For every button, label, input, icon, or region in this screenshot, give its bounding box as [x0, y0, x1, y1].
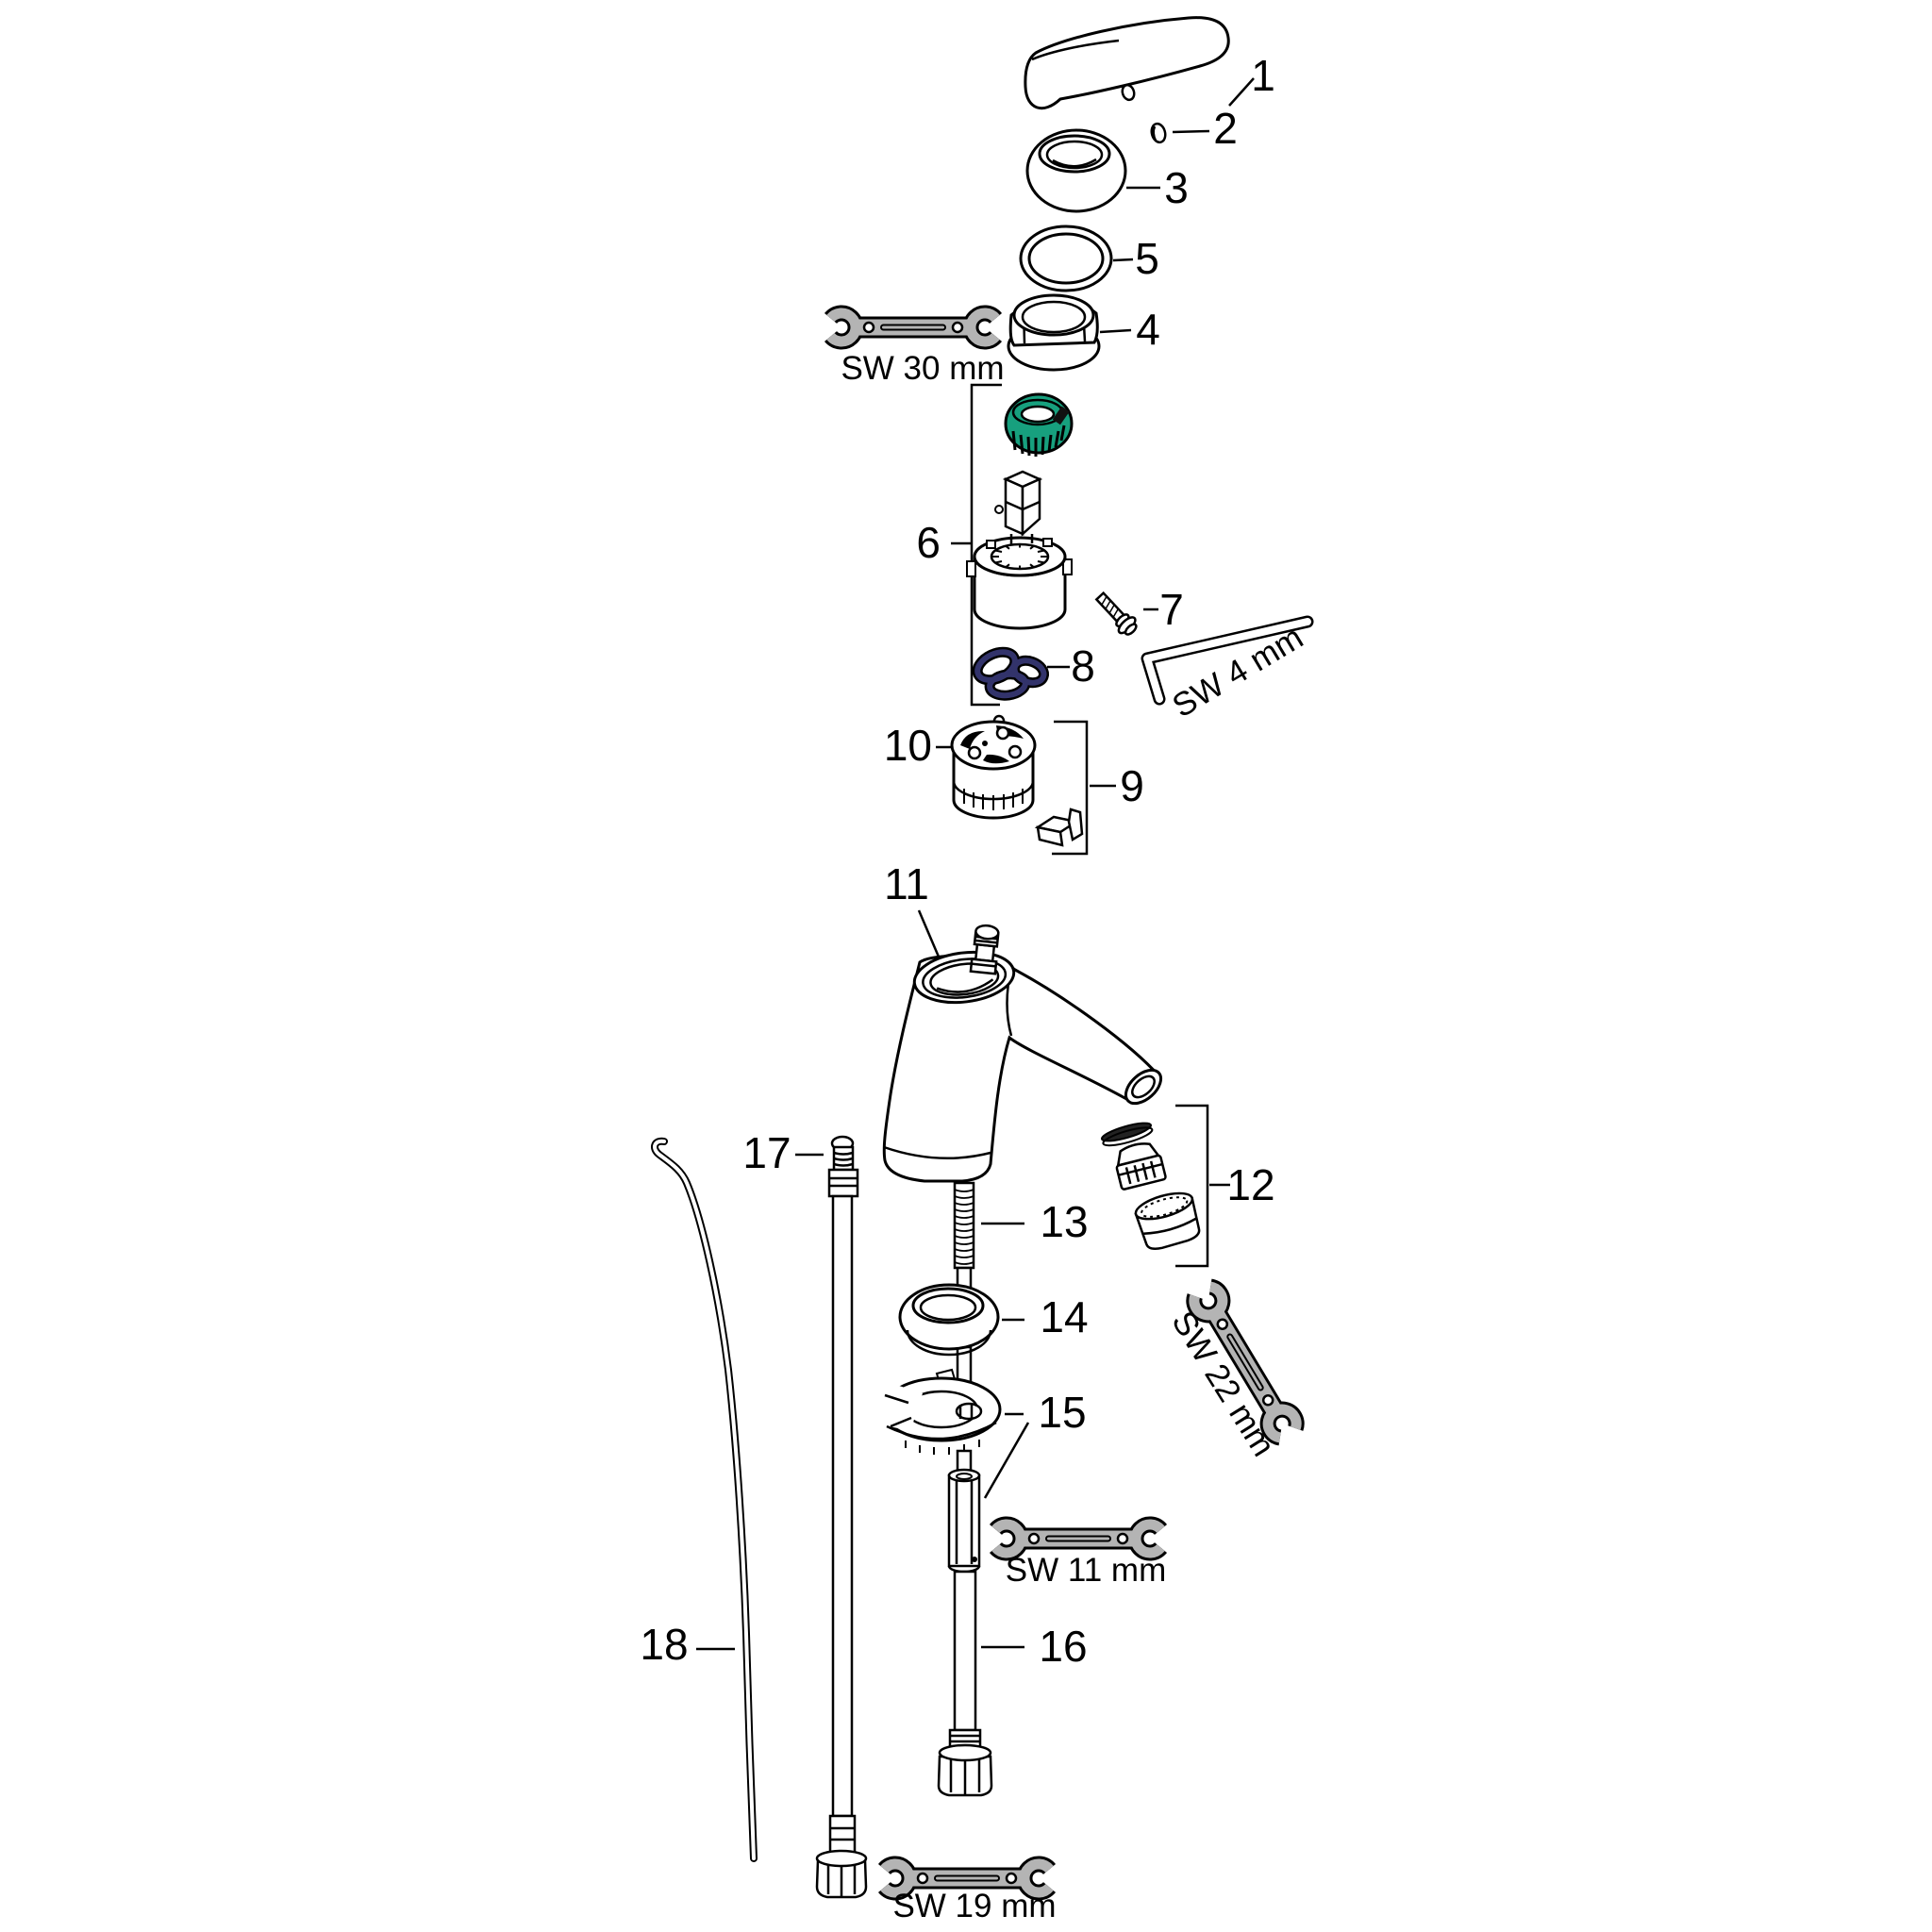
part-supply-pipe — [937, 1570, 993, 1797]
label-part-14: 14 — [1040, 1292, 1088, 1341]
label-part-15: 15 — [1038, 1388, 1086, 1437]
leader-1 — [1228, 77, 1255, 107]
part-aerator-set — [1100, 1122, 1201, 1250]
part-screw — [1094, 591, 1138, 636]
label-part-8: 8 — [1071, 641, 1095, 691]
label-part-13: 13 — [1040, 1197, 1088, 1246]
leader-5 — [1112, 258, 1134, 262]
bracket-6 — [970, 383, 1002, 707]
part-flexible-hose — [815, 1135, 868, 1899]
label-part-1: 1 — [1251, 51, 1275, 100]
leader-15b — [983, 1422, 1030, 1499]
part-flow-regulator — [950, 714, 1037, 820]
part-body-hose-stub — [969, 924, 1000, 975]
part-mounting-bracket — [864, 1368, 1002, 1455]
label-part-5: 5 — [1135, 234, 1159, 283]
part-oring-large — [1019, 225, 1113, 292]
label-part-17: 17 — [742, 1128, 791, 1177]
label-sw30: SW 30 mm — [841, 350, 1004, 387]
label-sw11: SW 11 mm — [1006, 1552, 1166, 1589]
part-cartridge-nut — [1007, 293, 1101, 372]
leader-4 — [1099, 328, 1132, 334]
label-part-6: 6 — [916, 518, 941, 567]
part-popup-rod — [651, 1137, 758, 1862]
label-sw19: SW 19 mm — [892, 1888, 1056, 1924]
part-oring-set — [972, 646, 1049, 701]
part-cap-sleeve — [1025, 128, 1127, 213]
part-cartridge — [966, 470, 1073, 630]
part-retaining-clip — [1034, 808, 1084, 847]
part-seat-ring — [929, 962, 1000, 996]
bracket-9 — [1052, 720, 1089, 856]
part-faucet-body — [882, 924, 1163, 1183]
label-part-9: 9 — [1120, 761, 1144, 810]
part-aerator-seal — [1100, 1122, 1154, 1147]
part-aerator-insert — [1115, 1142, 1167, 1191]
part-sleeve-nut — [947, 1468, 981, 1574]
label-part-7: 7 — [1159, 585, 1184, 634]
label-part-10: 10 — [884, 721, 932, 770]
wrench-sw30-icon — [831, 313, 996, 341]
label-part-4: 4 — [1136, 305, 1160, 354]
part-adjusting-ring-green — [1004, 392, 1074, 457]
bracket-12 — [1175, 1104, 1209, 1268]
spout-outlet — [1124, 1068, 1163, 1106]
label-part-12: 12 — [1226, 1160, 1274, 1209]
label-part-11: 11 — [884, 859, 929, 908]
label-part-2: 2 — [1213, 104, 1238, 153]
label-part-18: 18 — [640, 1620, 688, 1669]
part-aerator-housing — [1134, 1191, 1201, 1250]
allen-key-sw4-icon — [1141, 615, 1314, 706]
wrench-sw11-icon — [996, 1524, 1161, 1553]
part-handle-plug — [1150, 122, 1167, 144]
part-base-ring — [898, 1283, 1000, 1357]
label-part-3: 3 — [1164, 163, 1189, 212]
part-handle-lever — [1024, 16, 1230, 110]
leader-2 — [1172, 129, 1210, 134]
label-part-16: 16 — [1039, 1622, 1087, 1671]
